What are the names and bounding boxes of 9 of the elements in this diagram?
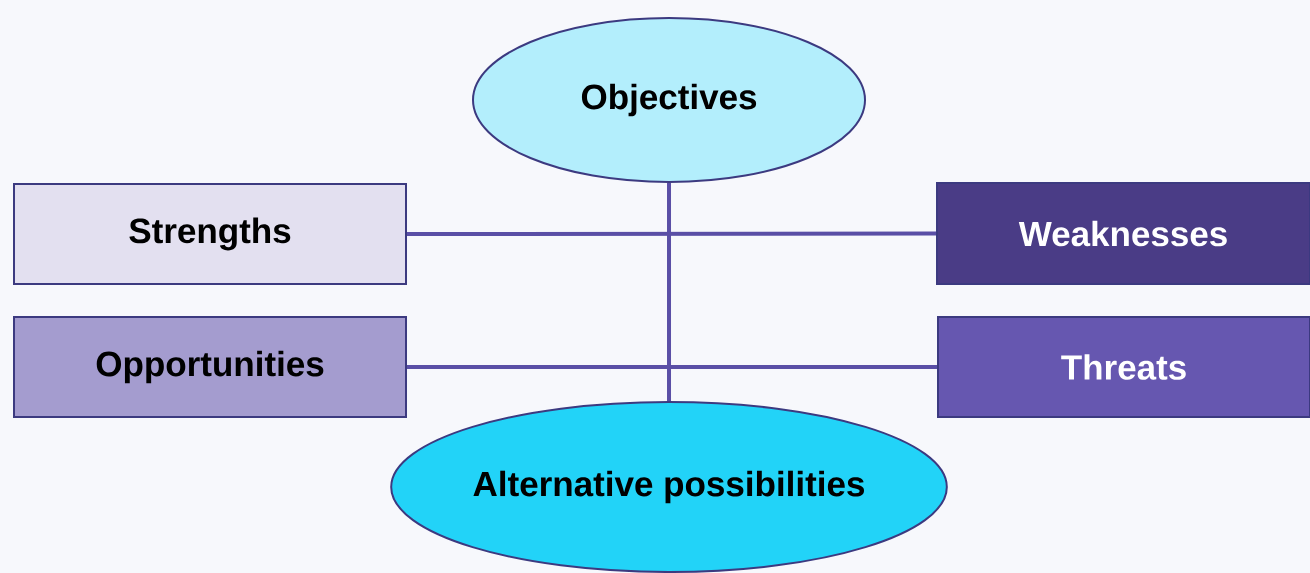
label-box: Weaknesses: [936, 182, 1310, 285]
label-box: Threats: [937, 316, 1310, 418]
label-box: Opportunities: [13, 316, 407, 418]
ellipse-node: Alternative possibilities: [390, 401, 948, 573]
connector-line: [407, 365, 937, 369]
ellipse-node: Objectives: [472, 17, 866, 183]
connector-line: [407, 231, 936, 236]
label-box: Strengths: [13, 183, 407, 285]
connector-line: [667, 183, 671, 401]
